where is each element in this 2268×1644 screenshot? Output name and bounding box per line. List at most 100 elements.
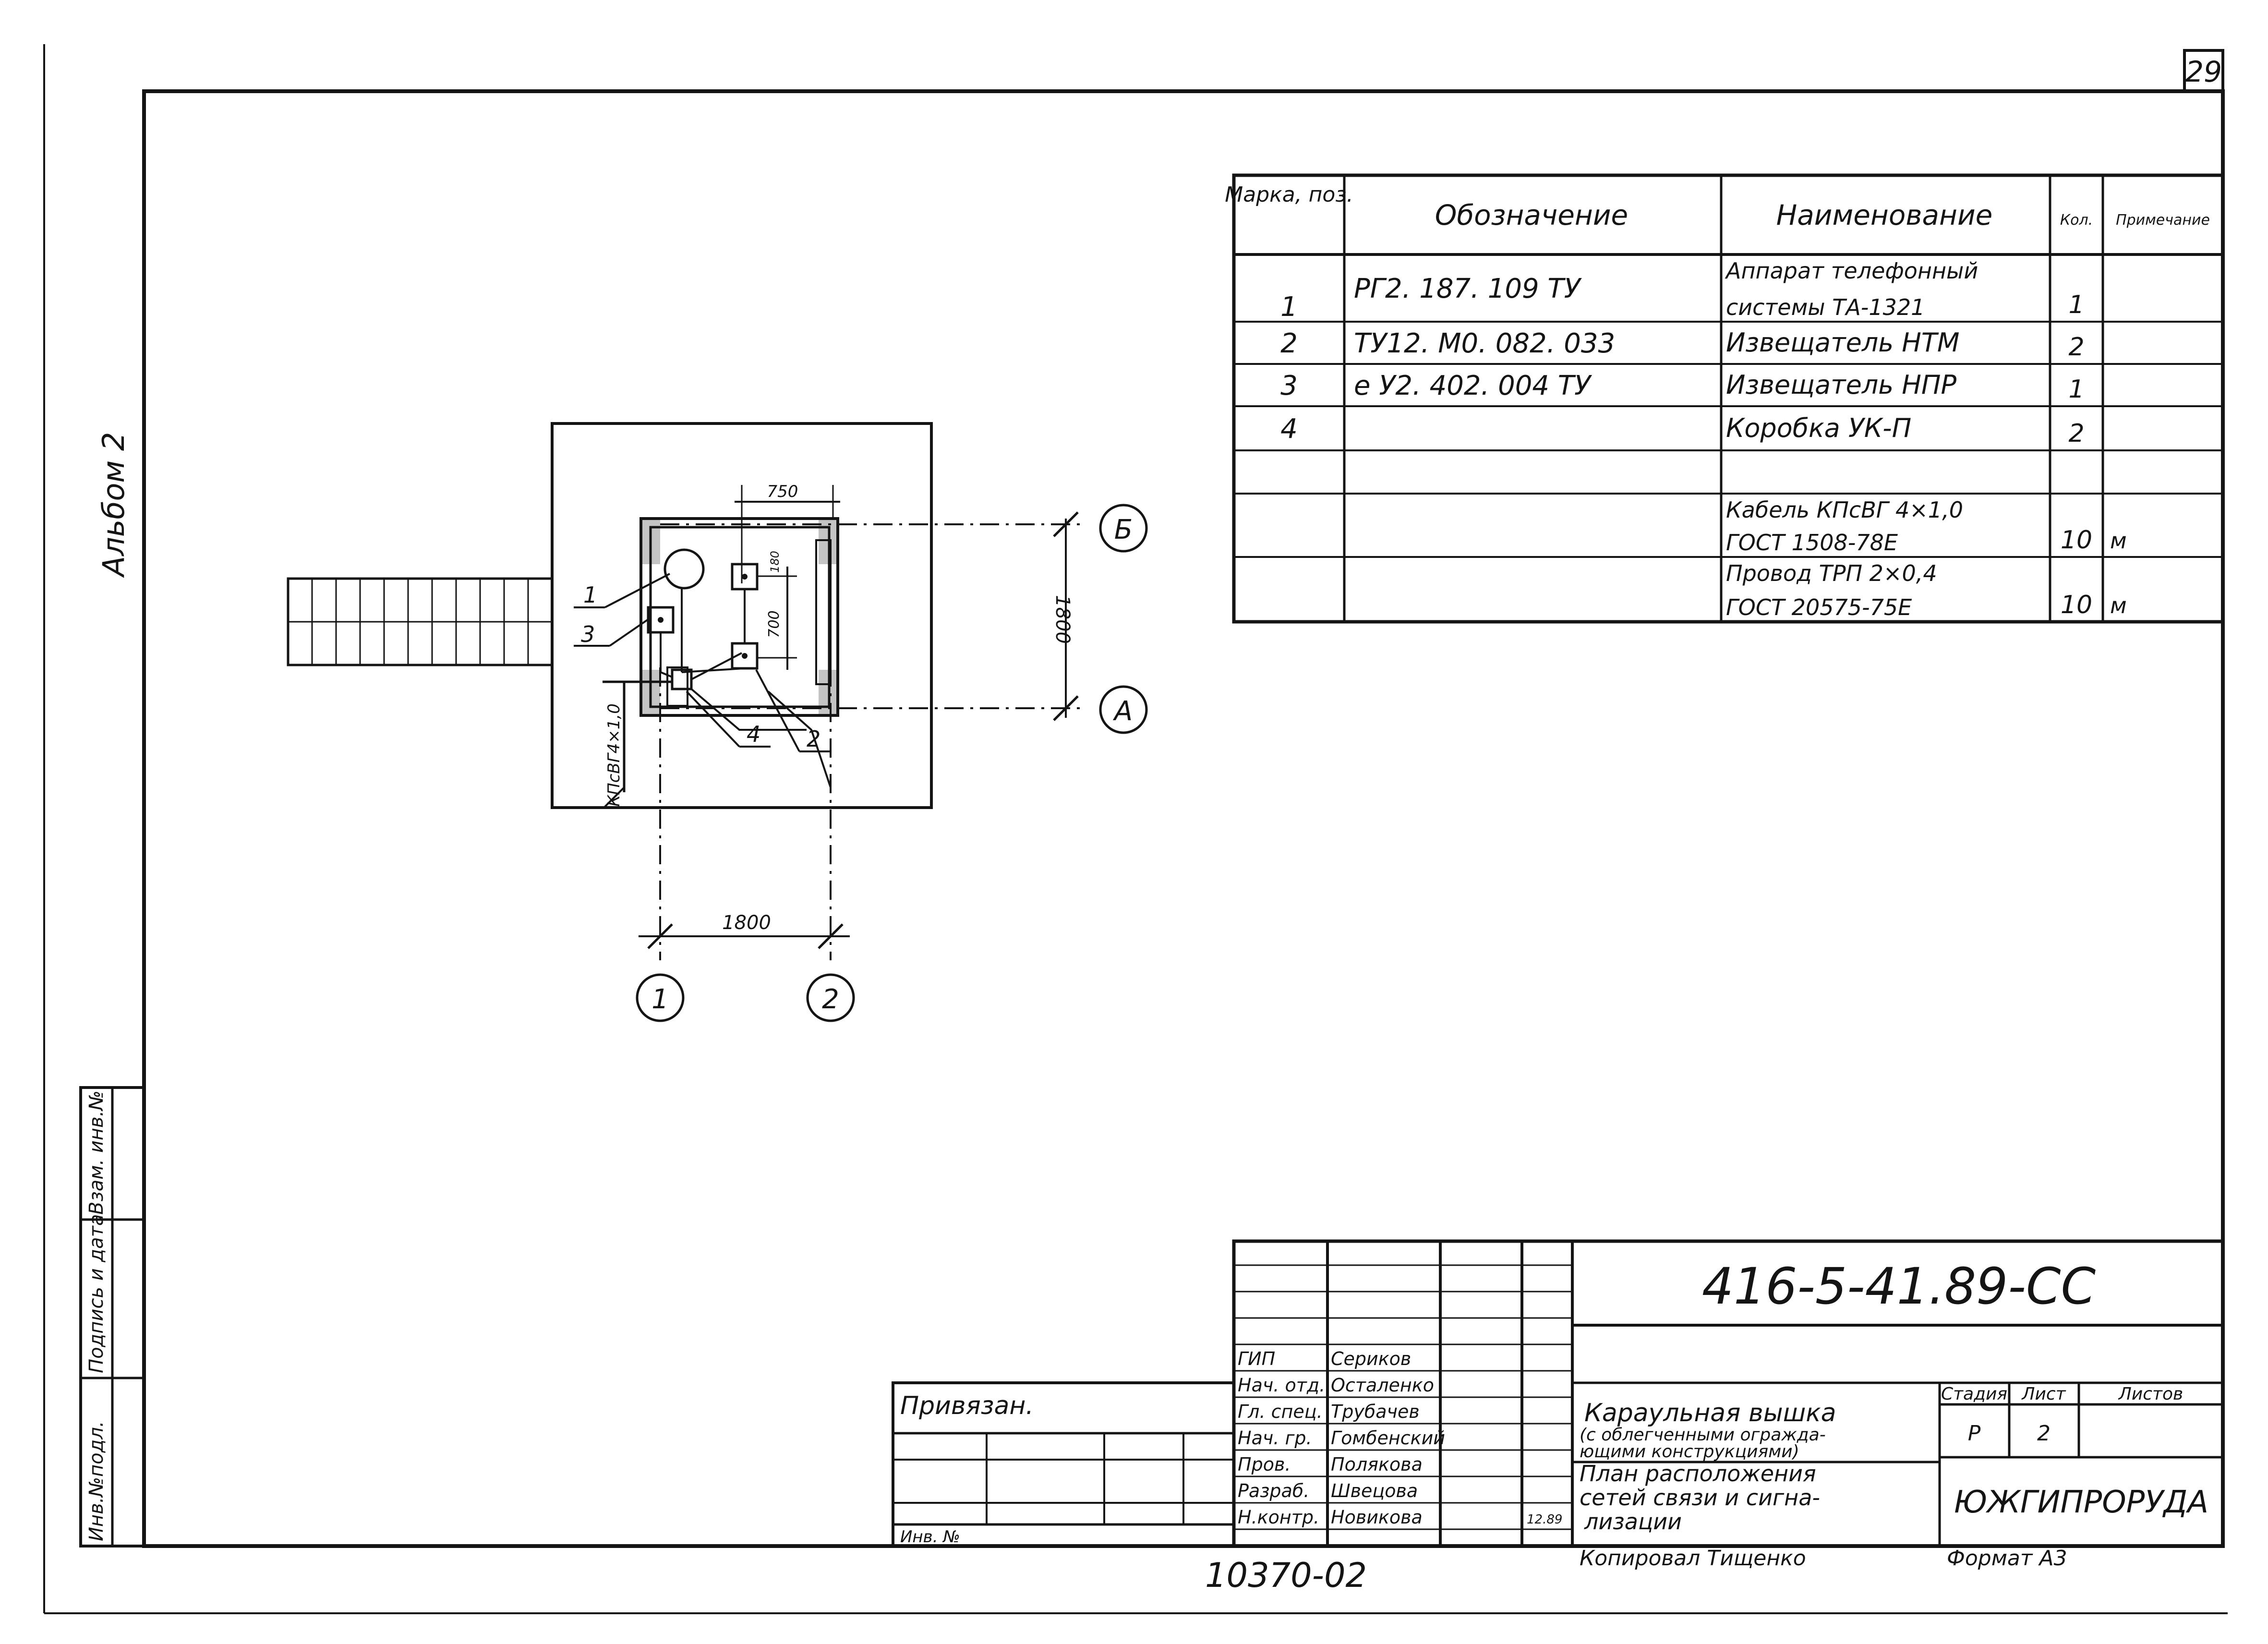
tb-name: Осталенко: [1331, 1375, 1434, 1396]
organization: ЮЖГИПРОРУДА: [1954, 1485, 2208, 1520]
header-qty: Кол.: [2060, 212, 2093, 229]
header-note: Примечание: [2116, 212, 2210, 229]
tb-role: Нач. отд.: [1238, 1375, 1325, 1396]
spec-row-name: Извещатель НПР: [1726, 370, 1957, 400]
left-strip-sign: Подпись и дата: [85, 1214, 108, 1373]
cable-label: КПсВГ4×1,0: [604, 703, 624, 807]
axis-label-A: А: [1113, 696, 1133, 727]
sheet-header: Лист: [2021, 1384, 2066, 1404]
stair: [287, 577, 554, 666]
archive-number: 10370-02: [1205, 1556, 1367, 1595]
spec-row-qty: 10: [2061, 526, 2092, 555]
telephone-apparatus: [664, 548, 705, 590]
spec-row-name: Кабель КПсВГ 4×1,0: [1726, 497, 1963, 523]
dim-750-text: 750: [767, 482, 798, 501]
spec-row-qty: 1: [2068, 375, 2084, 404]
dim-1800-v-text: 1800: [1051, 595, 1074, 644]
drawing-code: 416-5-41.89-СС: [1702, 1257, 2096, 1316]
dim-1800-h-text: 1800: [722, 912, 771, 934]
tb-role: Нач. гр.: [1238, 1427, 1312, 1449]
header-code: Обозначение: [1435, 199, 1628, 231]
spec-row-name: Коробка УК-П: [1726, 413, 1911, 443]
callout-3-leader: [609, 618, 649, 647]
sheet-title-3: лизации: [1584, 1509, 1682, 1535]
tb-name: Швецова: [1331, 1480, 1418, 1501]
callout-4: 4: [747, 721, 760, 747]
wiring: [660, 588, 746, 680]
stage-header: Стадия: [1941, 1384, 2007, 1404]
left-strip-replace: Взам. инв.№: [85, 1090, 108, 1215]
axis-label-2: 2: [822, 984, 839, 1015]
sheet-value: 2: [2037, 1421, 2051, 1446]
callout-3: 3: [581, 621, 595, 647]
tb-name: Сериков: [1331, 1348, 1411, 1369]
axis-label-B: Б: [1114, 514, 1133, 545]
tb-role: ГИП: [1238, 1348, 1275, 1369]
sheet-title-1: План расположения: [1580, 1461, 1816, 1487]
callout-1: 1: [583, 582, 597, 608]
spec-row-name: ГОСТ 1508-78Е: [1726, 530, 1898, 556]
dimension-1800-horizontal: 1800: [639, 912, 850, 949]
spec-row-qty: 1: [2068, 290, 2084, 319]
spec-table: Марка, поз. Обозначение Наименование Кол…: [1225, 173, 2225, 624]
sheet-number: 29: [2185, 55, 2222, 89]
spec-row-qty: 2: [2068, 333, 2084, 362]
detector-ntm-lower-dot: [742, 653, 748, 659]
callout-1-leader: [604, 573, 670, 608]
spec-row-note: м: [2110, 592, 2127, 618]
spec-row-name: ГОСТ 20575-75Е: [1726, 594, 1912, 620]
tb-role: Разраб.: [1238, 1480, 1309, 1501]
spec-row-note: м: [2110, 528, 2127, 554]
callout-2-leader: [755, 669, 800, 752]
stage-value: Р: [1968, 1421, 1981, 1446]
sheet-title-2: сетей связи и сигна-: [1580, 1485, 1820, 1511]
spec-row-pos: 1: [1280, 291, 1298, 323]
spec-row-pos: 3: [1280, 370, 1298, 401]
tb-name: Трубачев: [1331, 1401, 1420, 1422]
sheets-header: Листов: [2118, 1384, 2183, 1404]
left-strip: Инв.№подл. Подпись и дата Взам. инв.№: [79, 1086, 145, 1547]
callout-2: 2: [807, 726, 820, 752]
axis-bubble-2: [806, 973, 855, 1022]
spec-row-name: системы ТА-1321: [1726, 294, 1925, 320]
header-pos: Марка, поз.: [1225, 182, 1353, 207]
spec-row-qty: 10: [2061, 591, 2092, 619]
axis-label-1: 1: [651, 984, 669, 1015]
format-label: Формат А3: [1947, 1546, 2067, 1571]
tb-role: Н.контр.: [1238, 1507, 1319, 1528]
detector-npr-dot: [658, 617, 664, 623]
spec-row-name: Аппарат телефонный: [1725, 258, 1978, 284]
external-wiring: [690, 688, 832, 788]
sheet-number-box: [2183, 49, 2224, 93]
axis-bubble-1: [636, 973, 685, 1022]
tb-name: Полякова: [1331, 1454, 1423, 1475]
tb-date: 12.89: [1527, 1512, 1562, 1527]
dimension-1800-vertical: 1800: [1051, 511, 1079, 721]
tb-role: Пров.: [1238, 1454, 1291, 1475]
left-strip-inv: Инв.№подл.: [85, 1421, 108, 1541]
booth-walls: [639, 517, 839, 717]
spec-row-qty: 2: [2068, 419, 2084, 448]
spec-row-code: ТУ12. М0. 082. 033: [1354, 328, 1615, 359]
object-name-2: (с облегченными огражда-: [1580, 1425, 1826, 1445]
spec-rows: 1 РГ2. 187. 109 ТУ Аппарат телефонный систе…: [1280, 258, 2127, 620]
spec-row-name: Извещатель НТМ: [1726, 327, 1959, 358]
dim-700-text: 700: [766, 610, 783, 638]
dimension-700: 700 180: [756, 551, 797, 670]
spec-row-code: РГ2. 187. 109 ТУ: [1354, 273, 1582, 304]
spec-row-name: Провод ТРП 2×0,4: [1726, 560, 1937, 586]
cable-tick: [604, 786, 625, 808]
axis-bubble-A: [1099, 685, 1148, 734]
axis-bubble-B: [1099, 504, 1148, 553]
binding-block: Привязан. Инв. №: [892, 1381, 1235, 1547]
copied-by: Копировал Тищенко: [1580, 1546, 1806, 1571]
spec-row-pos: 4: [1280, 413, 1298, 445]
spec-row-pos: 2: [1280, 328, 1298, 359]
header-name: Наименование: [1776, 199, 1993, 231]
spec-row-code: е У2. 402. 004 ТУ: [1354, 370, 1592, 401]
album-label: Альбом 2: [96, 432, 131, 579]
tb-name: Гомбенский: [1331, 1427, 1445, 1449]
dimension-750: 750: [735, 482, 840, 583]
